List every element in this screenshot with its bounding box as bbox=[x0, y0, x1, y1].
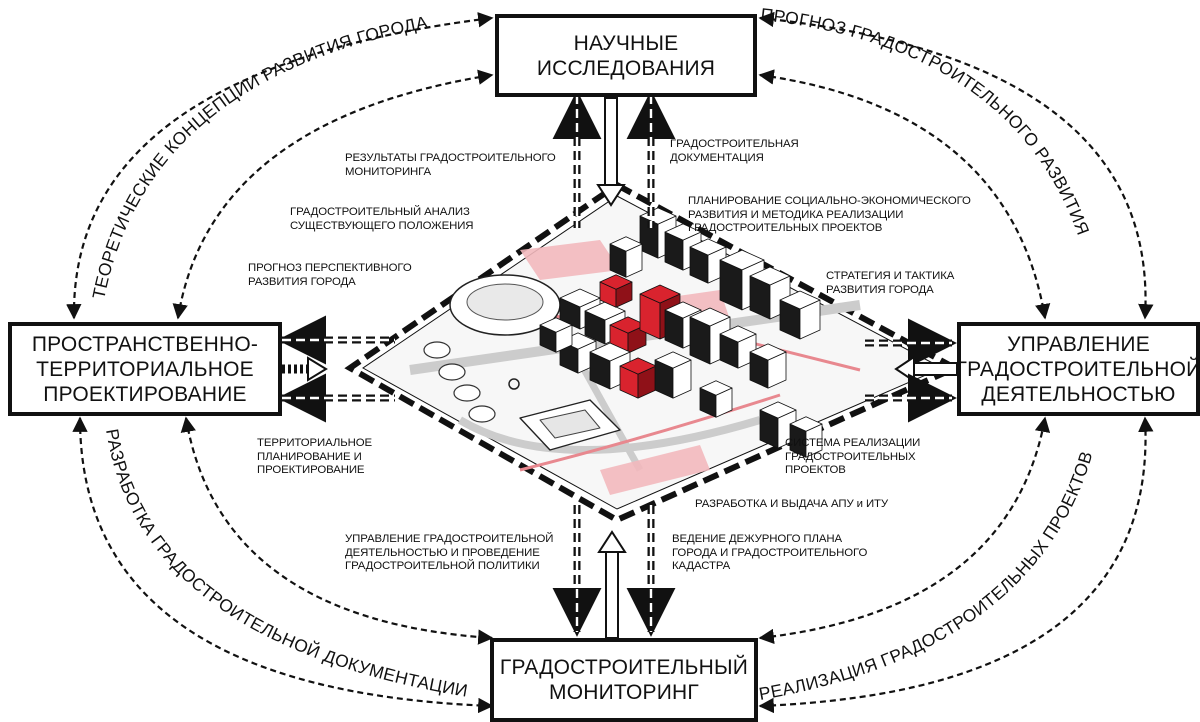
box-line: МОНИТОРИНГ bbox=[549, 681, 699, 704]
label-line: РАЗВИТИЯ ГОРОДА bbox=[826, 283, 934, 296]
label-line: УПРАВЛЕНИЕ ГРАДОСТРОИТЕЛЬНОЙ bbox=[345, 533, 554, 545]
label-strategy: СТРАТЕГИЯ И ТАКТИКА РАЗВИТИЯ ГОРОДА bbox=[826, 270, 954, 297]
arc-inner-top-left bbox=[172, 69, 494, 320]
arc-inner-bottom-left bbox=[180, 416, 494, 645]
box-line: ПРОСТРАНСТВЕННО- bbox=[31, 332, 259, 356]
box-line: ИССЛЕДОВАНИЯ bbox=[536, 56, 716, 80]
label-line: ГРАДОСТРОИТЕЛЬНЫХ ПРОЕКТОВ bbox=[688, 222, 883, 234]
label-line: ГРАДОСТРОИТЕЛЬНЫХ bbox=[785, 450, 916, 463]
label-line: ТЕРРИТОРИАЛЬНОЕ bbox=[257, 437, 373, 449]
city-plan-illustration bbox=[409, 207, 861, 495]
box-line: ГРАДОСТРОИТЕЛЬНЫЙ bbox=[499, 656, 749, 679]
label-line: ГОРОДА И ГРАДОСТРОИТЕЛЬНОГО bbox=[672, 546, 868, 559]
box-line: НАУЧНЫЕ bbox=[573, 31, 679, 55]
box-line: ДЕЯТЕЛЬНОСТЬЮ bbox=[981, 382, 1176, 406]
arc-label-bottom-right: РЕАЛИЗАЦИЯ ГРАДОСТРОИТЕЛЬНЫХ ПРОЕКТОВ bbox=[757, 449, 1096, 704]
label-line: МОНИТОРИНГА bbox=[345, 165, 431, 178]
label-line: СИСТЕМА РЕАЛИЗАЦИИ bbox=[785, 437, 921, 449]
arc-inner-top-right bbox=[758, 69, 1051, 320]
label-line: РЕЗУЛЬТАТЫ ГРАДОСТРОИТЕЛЬНОГО bbox=[345, 152, 556, 164]
label-line: ГРАДОСТРОИТЕЛЬНЫЙ АНАЛИЗ bbox=[290, 206, 470, 218]
label-line: РАЗВИТИЯ ГОРОДА bbox=[248, 275, 356, 288]
label-territorial: ТЕРРИТОРИАЛЬНОЕ ПЛАНИРОВАНИЕ И ПРОЕКТИРО… bbox=[257, 437, 372, 478]
box-spatial-territorial-design: ПРОСТРАНСТВЕННО- ТЕРРИТОРИАЛЬНОЕ ПРОЕКТИ… bbox=[8, 322, 282, 416]
connector-left bbox=[277, 315, 395, 423]
label-line: СУЩЕСТВУЮЩЕГО ПОЛОЖЕНИЯ bbox=[290, 219, 474, 232]
arc-inner-bottom-right bbox=[758, 416, 1051, 645]
connector-right bbox=[865, 318, 958, 423]
label-line: ПРОЕКТОВ bbox=[785, 464, 846, 476]
label-line: ДЕЯТЕЛЬНОСТЬЮ И ПРОВЕДЕНИЕ bbox=[345, 546, 540, 559]
label-implementation-system: СИСТЕМА РЕАЛИЗАЦИИ ГРАДОСТРОИТЕЛЬНЫХ ПРО… bbox=[785, 437, 920, 478]
connector-top bbox=[552, 90, 676, 228]
box-line: ТЕРРИТОРИАЛЬНОЕ bbox=[36, 357, 254, 381]
box-scientific-research: НАУЧНЫЕ ИССЛЕДОВАНИЯ bbox=[495, 14, 757, 97]
connector-bottom bbox=[552, 505, 676, 639]
label-line: ПРОГНОЗ ПЕРСПЕКТИВНОГО bbox=[248, 262, 412, 274]
box-line: ГРАДОСТРОИТЕЛЬНОЙ bbox=[955, 357, 1200, 381]
label-line: РАЗРАБОТКА И ВЫДАЧА АПУ и ИТУ bbox=[695, 498, 889, 510]
label-line: ДОКУМЕНТАЦИЯ bbox=[670, 151, 764, 164]
arc-outer-top-right bbox=[758, 11, 1154, 320]
box-urban-monitoring: ГРАДОСТРОИТЕЛЬНЫЙ МОНИТОРИНГ bbox=[490, 638, 758, 722]
label-monitoring-results: РЕЗУЛЬТАТЫ ГРАДОСТРОИТЕЛЬНОГО МОНИТОРИНГ… bbox=[345, 152, 556, 179]
box-line: ПРОЕКТИРОВАНИЕ bbox=[43, 382, 247, 406]
label-line: ГРАДОСТРОИТЕЛЬНОЙ ПОЛИТИКИ bbox=[345, 560, 540, 572]
label-line: ГРАДОСТРОИТЕЛЬНАЯ bbox=[670, 138, 799, 150]
label-apu: РАЗРАБОТКА И ВЫДАЧА АПУ и ИТУ bbox=[695, 498, 888, 512]
label-line: СТРАТЕГИЯ И ТАКТИКА bbox=[826, 270, 955, 282]
arc-outer-bottom-right bbox=[758, 416, 1154, 714]
box-line: УПРАВЛЕНИЕ bbox=[1007, 332, 1150, 356]
label-analysis: ГРАДОСТРОИТЕЛЬНЫЙ АНАЛИЗ СУЩЕСТВУЮЩЕГО П… bbox=[290, 206, 474, 233]
label-forecast: ПРОГНОЗ ПЕРСПЕКТИВНОГО РАЗВИТИЯ ГОРОДА bbox=[248, 262, 412, 289]
label-line: РАЗВИТИЯ И МЕТОДИКА РЕАЛИЗАЦИИ bbox=[688, 208, 904, 221]
label-line: КАДАСТРА bbox=[672, 560, 731, 572]
label-duty-plan: ВЕДЕНИЕ ДЕЖУРНОГО ПЛАНА ГОРОДА И ГРАДОСТ… bbox=[672, 533, 867, 574]
label-line: ПРОЕКТИРОВАНИЕ bbox=[257, 464, 365, 476]
label-documentation: ГРАДОСТРОИТЕЛЬНАЯ ДОКУМЕНТАЦИЯ bbox=[670, 138, 799, 165]
label-line: ПЛАНИРОВАНИЕ И bbox=[257, 450, 362, 463]
label-policy: УПРАВЛЕНИЕ ГРАДОСТРОИТЕЛЬНОЙ ДЕЯТЕЛЬНОСТ… bbox=[345, 533, 553, 574]
box-urban-management: УПРАВЛЕНИЕ ГРАДОСТРОИТЕЛЬНОЙ ДЕЯТЕЛЬНОСТ… bbox=[955, 322, 1200, 416]
label-planning: ПЛАНИРОВАНИЕ СОЦИАЛЬНО-ЭКОНОМИЧЕСКОГО РА… bbox=[688, 195, 971, 236]
label-line: ВЕДЕНИЕ ДЕЖУРНОГО ПЛАНА bbox=[672, 533, 843, 545]
label-line: ПЛАНИРОВАНИЕ СОЦИАЛЬНО-ЭКОНОМИЧЕСКОГО bbox=[688, 195, 971, 207]
